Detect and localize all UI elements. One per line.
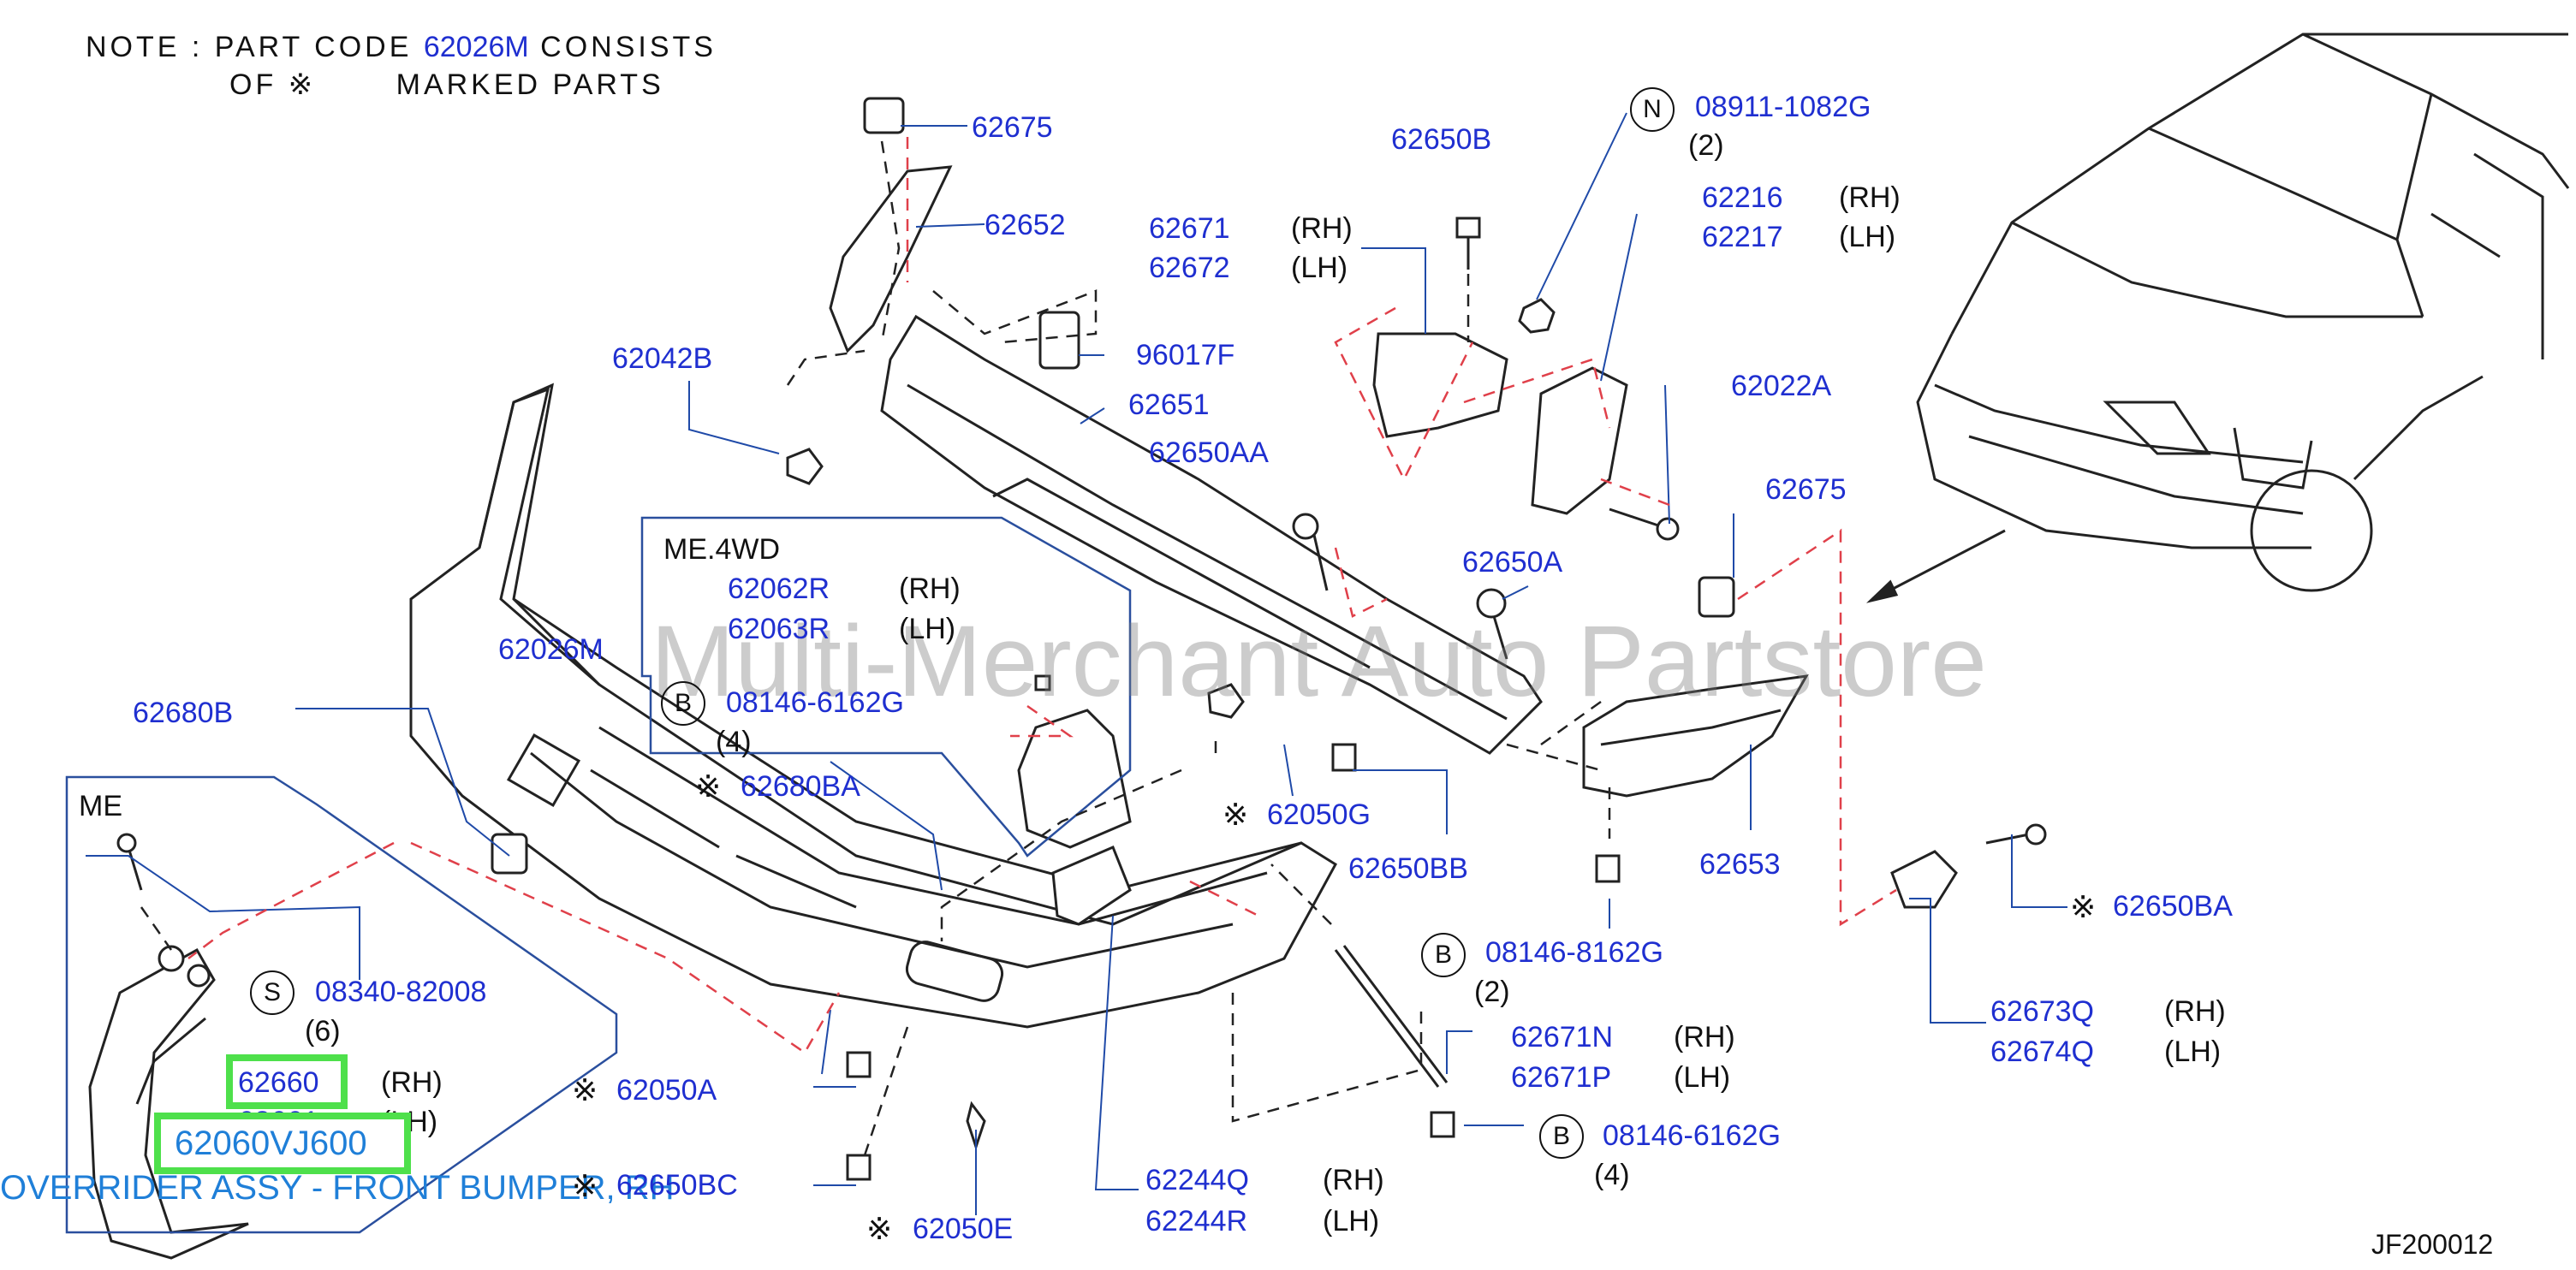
highlight-62660[interactable]	[226, 1054, 348, 1109]
overrider-shape	[88, 947, 249, 1260]
side-62671: (RH)	[1291, 212, 1353, 245]
callout-62671n[interactable]: 62671N	[1511, 1021, 1614, 1053]
side-62063r: (LH)	[899, 613, 956, 645]
callout-62216[interactable]: 62216	[1702, 181, 1783, 214]
callout-62680ba[interactable]: 62680BA	[741, 770, 860, 803]
section-me: ME	[79, 790, 122, 822]
callout-62675-right[interactable]: 62675	[1765, 473, 1847, 506]
callout-62026m[interactable]: 62026M	[498, 633, 604, 666]
side-62672: (LH)	[1291, 252, 1348, 284]
note-suffix: CONSISTS	[540, 31, 717, 63]
circle-s-icon: S	[250, 970, 294, 1015]
callout-62650ba[interactable]: 62650BA	[2113, 890, 2233, 923]
circle-b-icon-2: B	[1421, 933, 1466, 977]
truck-illustration	[1916, 33, 2570, 592]
circle-n-icon: N	[1630, 87, 1675, 132]
note-line-2: OF ※ MARKED PARTS	[229, 70, 664, 99]
circle-b-icon-1: B	[661, 681, 705, 726]
callout-62042b[interactable]: 62042B	[612, 342, 713, 375]
callout-62660[interactable]: 62660	[238, 1066, 319, 1099]
asterisk-62680ba-icon: ※	[695, 769, 722, 804]
side-62674q: (LH)	[2164, 1036, 2222, 1068]
callout-62650bc[interactable]: 62650BC	[616, 1169, 738, 1202]
me-frame	[65, 775, 618, 1234]
circle-b-icon-3: B	[1539, 1114, 1584, 1159]
callout-08146-6162g-a[interactable]: 08146-6162G	[726, 686, 904, 719]
note-part-code: 62026M	[423, 31, 529, 63]
asterisk-62050a-icon: ※	[572, 1072, 598, 1107]
note-marked-parts: MARKED PARTS	[396, 68, 664, 101]
callout-62674q[interactable]: 62674Q	[1990, 1036, 2094, 1068]
asterisk-62050e-icon: ※	[866, 1211, 893, 1246]
side-62062r: (RH)	[899, 573, 961, 605]
section-me4wd: ME.4WD	[663, 533, 780, 566]
side-62217: (LH)	[1839, 221, 1896, 253]
callout-62060vj600[interactable]: 62060VJ600	[175, 1125, 367, 1162]
callout-62672[interactable]: 62672	[1149, 252, 1230, 284]
note-prefix: NOTE : PART CODE	[86, 31, 413, 63]
qty-08911: (2)	[1688, 129, 1724, 162]
asterisk-62650ba-icon: ※	[2070, 889, 2097, 924]
note-of: OF	[229, 68, 277, 101]
callout-08340-82008[interactable]: 08340-82008	[315, 976, 487, 1008]
side-62671n: (RH)	[1674, 1021, 1735, 1053]
callout-62050g[interactable]: 62050G	[1267, 798, 1371, 831]
callout-62217[interactable]: 62217	[1702, 221, 1783, 253]
callout-08146-6162g-c[interactable]: 08146-6162G	[1603, 1119, 1781, 1152]
callout-62062r[interactable]: 62062R	[728, 573, 830, 605]
callout-62653[interactable]: 62653	[1699, 848, 1781, 881]
side-62216: (RH)	[1839, 181, 1901, 214]
qty-08146-8162g: (2)	[1474, 976, 1510, 1008]
callout-62650bb[interactable]: 62650BB	[1348, 852, 1468, 885]
side-62673q: (RH)	[2164, 995, 2226, 1028]
side-62660: (RH)	[381, 1066, 443, 1099]
asterisk-mark-icon: ※	[288, 68, 317, 101]
watermark: Multi-Merchant Auto Partstore	[651, 605, 1987, 718]
callout-62650b[interactable]: 62650B	[1391, 123, 1492, 156]
callout-62673q[interactable]: 62673Q	[1990, 995, 2094, 1028]
qty-08146-c: (4)	[1594, 1159, 1630, 1191]
side-62244q: (RH)	[1323, 1164, 1384, 1196]
callout-62050e[interactable]: 62050E	[913, 1213, 1014, 1245]
callout-62651[interactable]: 62651	[1128, 389, 1210, 421]
selected-part-description: OVERRIDER ASSY - FRONT BUMPER, RH	[0, 1169, 675, 1207]
note-line-1: NOTE : PART CODE 62026M CONSISTS	[86, 33, 717, 62]
front-bumper-shape	[409, 383, 1337, 1029]
callout-96017f[interactable]: 96017F	[1136, 339, 1235, 371]
callout-62671[interactable]: 62671	[1149, 212, 1230, 245]
callout-62244r[interactable]: 62244R	[1145, 1205, 1248, 1237]
side-62671p: (LH)	[1674, 1061, 1731, 1094]
highlight-62060vj600[interactable]	[154, 1113, 411, 1174]
bumper-reinforcement-shape	[880, 314, 1543, 755]
callout-62671p[interactable]: 62671P	[1511, 1061, 1612, 1094]
asterisk-62050g-icon: ※	[1223, 797, 1249, 832]
me4wd-frame	[640, 516, 1132, 858]
callout-08146-8162g[interactable]: 08146-8162G	[1485, 936, 1663, 969]
qty-08146-a: (4)	[716, 726, 752, 758]
callout-08911-1082g[interactable]: 08911-1082G	[1695, 91, 1871, 123]
callout-62244q[interactable]: 62244Q	[1145, 1164, 1249, 1196]
qty-08340: (6)	[305, 1015, 341, 1047]
callout-62675-upper[interactable]: 62675	[972, 111, 1053, 144]
callout-62650aa[interactable]: 62650AA	[1149, 436, 1269, 469]
side-62244r: (LH)	[1323, 1205, 1380, 1237]
figure-code: JF200012	[2371, 1229, 2494, 1260]
callout-62063r[interactable]: 62063R	[728, 613, 830, 645]
callout-62050a[interactable]: 62050A	[616, 1074, 717, 1107]
end-cap-shape	[1582, 674, 1809, 798]
asterisk-62650bc-icon: ※	[572, 1168, 598, 1203]
callout-62022a[interactable]: 62022A	[1731, 370, 1832, 402]
callout-62652[interactable]: 62652	[985, 209, 1066, 241]
callout-62680b[interactable]: 62680B	[133, 697, 234, 729]
callout-62650a[interactable]: 62650A	[1462, 546, 1563, 579]
